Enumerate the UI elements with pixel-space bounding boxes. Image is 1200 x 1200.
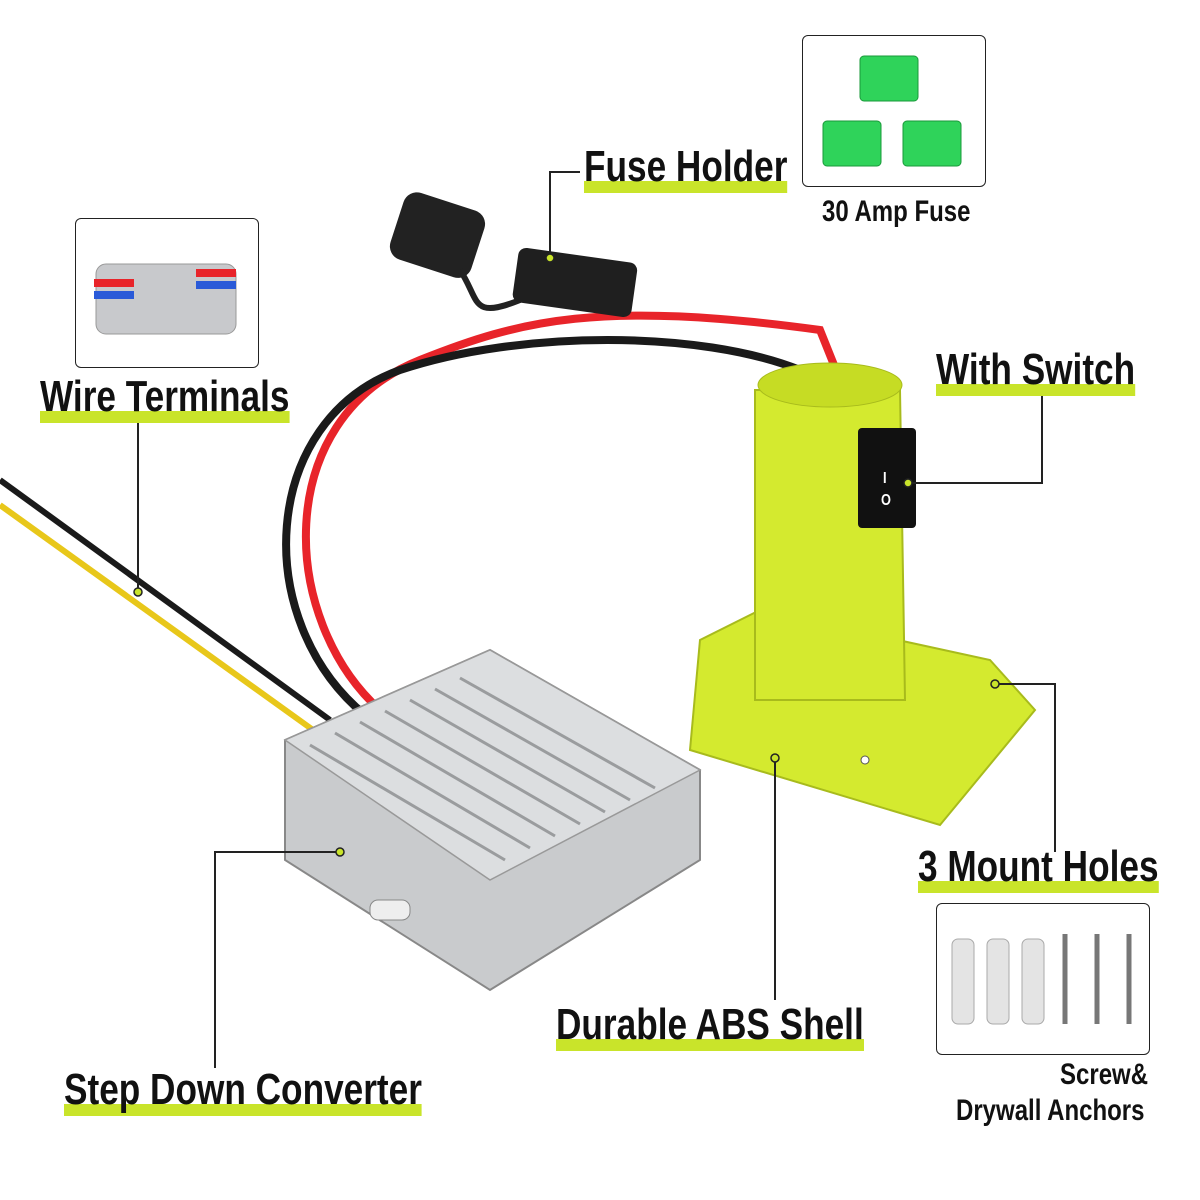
step-down-converter: [283, 648, 702, 992]
label-text: 3 Mount Holes: [918, 842, 1159, 891]
black-wire-left: [0, 477, 332, 723]
wire-terminal-inset: [75, 218, 259, 368]
label-wire-terminals: Wire Terminals: [40, 372, 290, 423]
wire-terminal-icon: [94, 263, 237, 335]
rocker-switch: [858, 428, 916, 528]
fuse-holder: [389, 192, 638, 318]
label-mount-holes: 3 Mount Holes: [918, 842, 1159, 893]
screws-caption-line1: Screw&: [1060, 1058, 1149, 1091]
label-text: Fuse Holder: [584, 142, 788, 191]
black-cable: [282, 336, 814, 719]
label-with-switch: With Switch: [936, 345, 1136, 396]
fuse-inset: [802, 35, 986, 187]
abs-shell: [688, 362, 1037, 827]
label-text: Durable ABS Shell: [556, 1000, 864, 1049]
screws-anchors-icon: [951, 934, 1132, 1025]
fuse-caption: 30 Amp Fuse: [822, 195, 971, 228]
label-text: With Switch: [936, 345, 1136, 394]
label-fuse-holder: Fuse Holder: [584, 142, 788, 193]
label-text: Step Down Converter: [64, 1065, 422, 1114]
screws-inset: [936, 903, 1150, 1055]
switch-off-mark: O: [881, 492, 891, 509]
label-abs-shell: Durable ABS Shell: [556, 1000, 864, 1051]
switch-on-mark: I: [883, 470, 887, 487]
label-step-down-converter: Step Down Converter: [64, 1065, 423, 1116]
callout-lines: [137, 171, 1056, 1068]
label-text: Wire Terminals: [40, 372, 290, 421]
yellow-wire-left: [0, 502, 322, 738]
screws-caption-line2: Drywall Anchors: [956, 1094, 1145, 1127]
fuse-icons: [822, 55, 962, 167]
